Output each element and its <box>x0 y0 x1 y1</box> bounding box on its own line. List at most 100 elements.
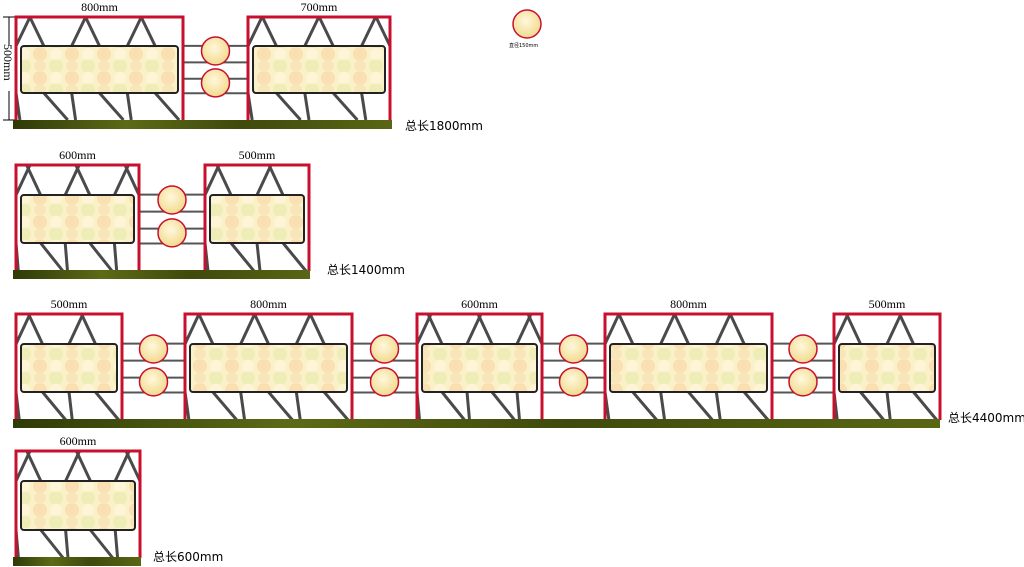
total-length-label: 总长1800mm <box>405 119 483 133</box>
total-length-label: 总长4400mm <box>948 411 1024 425</box>
strut <box>465 313 483 345</box>
strut <box>14 313 32 345</box>
strut <box>255 164 273 196</box>
strut <box>308 313 326 345</box>
strut <box>360 16 377 47</box>
ground-strip <box>13 120 392 129</box>
strut <box>526 313 544 345</box>
strut <box>515 313 533 345</box>
strut <box>832 313 850 345</box>
unit-frame <box>415 312 544 420</box>
unit-frame <box>183 312 354 420</box>
panel <box>609 343 768 393</box>
unit-width-label: 500mm <box>239 148 276 162</box>
unit-width-label: 600mm <box>59 148 96 162</box>
height-label: 500mm <box>1 44 15 81</box>
strut <box>211 391 238 421</box>
strut <box>113 529 120 559</box>
strut <box>229 242 256 272</box>
connector <box>183 36 248 98</box>
legend-circle <box>512 9 542 39</box>
strut <box>374 16 392 47</box>
strut <box>714 391 722 421</box>
strut <box>80 313 97 345</box>
strut <box>631 391 658 421</box>
unit-frame <box>14 449 142 558</box>
legend: 直径150mm <box>509 9 542 49</box>
connector-circle <box>138 367 169 397</box>
strut <box>27 313 44 345</box>
connector <box>772 334 834 397</box>
strut <box>75 450 92 482</box>
fence-unit <box>603 312 774 421</box>
strut <box>123 164 141 196</box>
unit-width-label: 800mm <box>250 297 287 311</box>
strut <box>42 92 69 121</box>
strut <box>332 91 359 122</box>
legend-caption: 直径150mm <box>509 42 538 49</box>
connector-circle <box>558 367 589 397</box>
connector-circle <box>369 367 400 397</box>
strut <box>476 313 494 345</box>
strut <box>215 164 233 196</box>
fence-unit <box>246 15 392 122</box>
strut <box>124 450 142 482</box>
unit-frame <box>203 163 311 271</box>
unit-width-label: 600mm <box>461 297 498 311</box>
strut <box>94 391 120 421</box>
fence-unit <box>14 312 124 421</box>
strut <box>687 391 714 421</box>
strut <box>63 242 69 272</box>
strut <box>39 242 65 272</box>
connector-circle <box>138 334 169 364</box>
strut <box>112 242 119 272</box>
total-length-label: 总长600mm <box>153 550 223 564</box>
strut <box>125 92 133 121</box>
strut <box>294 313 312 345</box>
panel <box>189 343 348 393</box>
strut <box>659 391 667 421</box>
strut <box>70 92 78 121</box>
fence-unit <box>14 449 142 559</box>
strut <box>67 313 85 345</box>
strut <box>426 313 444 345</box>
unit-frame <box>14 163 141 271</box>
strut <box>294 391 302 421</box>
strut <box>323 391 350 421</box>
connector-circle <box>558 334 589 364</box>
strut <box>317 16 335 47</box>
strut <box>139 16 157 47</box>
strut <box>360 92 368 121</box>
strut <box>183 313 201 345</box>
connector <box>352 334 417 397</box>
strut <box>39 529 65 559</box>
strut <box>14 16 32 47</box>
panel <box>252 45 386 94</box>
strut <box>603 313 621 345</box>
strut <box>88 242 114 272</box>
strut <box>267 391 294 421</box>
fence-unit <box>415 312 544 421</box>
strut <box>253 313 270 345</box>
panel <box>20 45 179 94</box>
unit-width-label: 500mm <box>51 297 88 311</box>
strut <box>912 391 938 421</box>
strut <box>98 92 125 121</box>
strut <box>255 242 262 272</box>
panel <box>421 343 538 393</box>
strut <box>74 164 92 196</box>
strut <box>415 313 433 345</box>
strut <box>659 313 677 345</box>
connector <box>122 334 185 397</box>
strut <box>89 529 114 559</box>
unit-width-label: 700mm <box>301 0 338 14</box>
unit-frame <box>14 15 185 120</box>
strut <box>281 242 308 272</box>
strut <box>267 164 285 196</box>
strut <box>41 391 67 421</box>
strut <box>197 313 215 345</box>
strut <box>154 92 181 121</box>
